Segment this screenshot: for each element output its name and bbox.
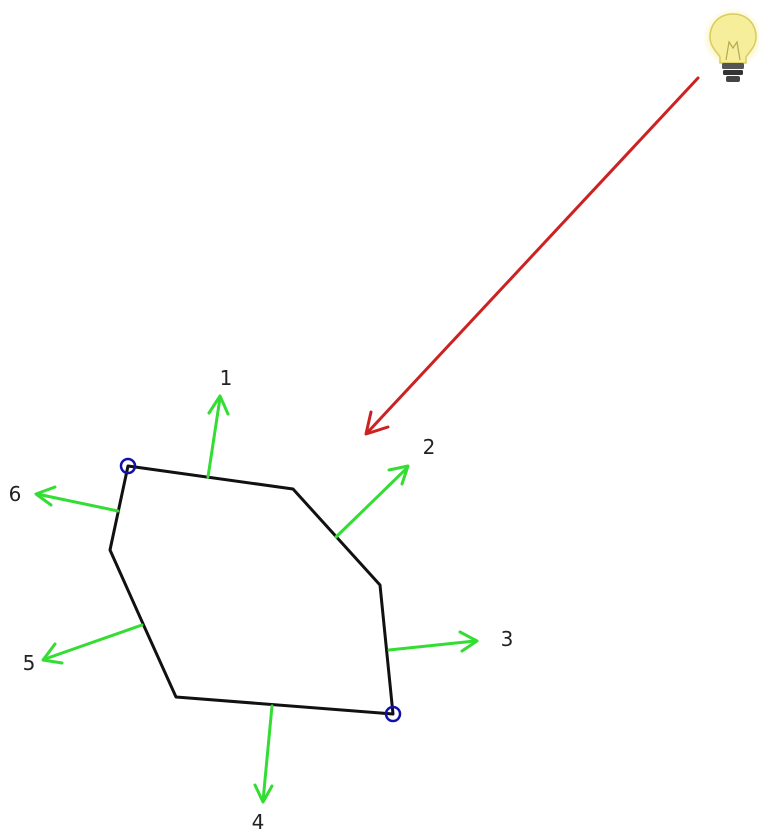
normal-arrow-4	[253, 704, 274, 804]
polygon-shape	[108, 464, 395, 716]
vertex-marker	[384, 705, 402, 723]
vertex-marker	[119, 457, 137, 475]
normal-arrow-6	[34, 485, 120, 513]
normal-label-4: 4	[252, 810, 265, 833]
normal-label-6: 6	[9, 482, 22, 506]
normal-arrow-2	[334, 464, 410, 539]
normal-label-2: 2	[423, 435, 436, 459]
normal-arrow-1	[206, 394, 230, 479]
light-ray-arrow	[364, 76, 700, 436]
normal-label-3: 3	[501, 627, 514, 651]
light-bulb-icon	[703, 8, 759, 82]
normal-label-5: 5	[23, 651, 36, 675]
normal-label-1: 1	[220, 366, 233, 390]
normal-arrow-3	[387, 630, 479, 653]
normal-arrow-5	[41, 623, 144, 665]
